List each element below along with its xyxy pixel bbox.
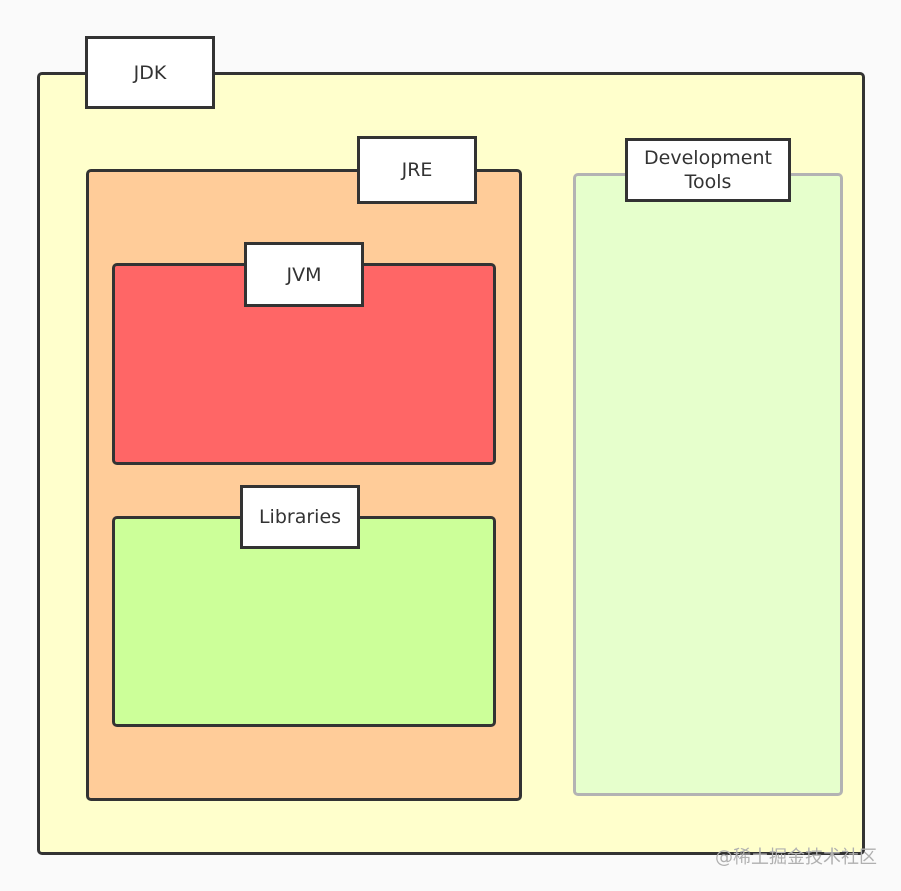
- development-tools-label-line-2: Tools: [684, 171, 732, 193]
- libraries-label: Libraries: [240, 485, 360, 549]
- watermark: @稀土掘金技术社区: [715, 847, 877, 868]
- development-tools-container: [573, 173, 843, 796]
- jdk-label: JDK: [85, 36, 215, 109]
- jvm-label: JVM: [244, 242, 364, 307]
- jre-label: JRE: [357, 136, 477, 204]
- development-tools-label-line-1: Development: [644, 147, 772, 169]
- libraries-container: [112, 516, 496, 727]
- development-tools-label: Development Tools: [625, 138, 791, 202]
